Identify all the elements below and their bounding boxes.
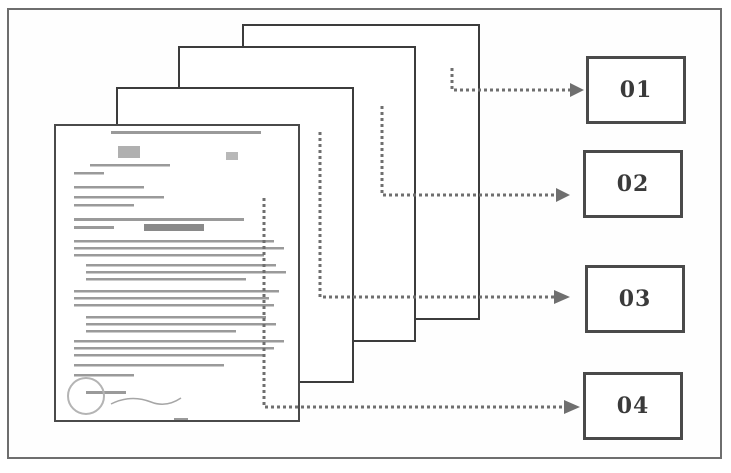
arrowhead-04 <box>564 400 580 414</box>
output-box-03: 03 <box>585 265 685 333</box>
connector-01 <box>450 68 572 92</box>
arrowhead-02 <box>556 188 570 202</box>
document-scan-texture <box>67 131 286 420</box>
arrowhead-03 <box>554 290 570 304</box>
output-box-04: 04 <box>583 372 683 440</box>
output-box-02: 02 <box>583 150 683 218</box>
connector-04 <box>262 198 566 409</box>
connector-03 <box>318 132 556 299</box>
output-box-01: 01 <box>586 56 686 124</box>
arrowhead-01 <box>570 83 584 97</box>
output-label-02: 02 <box>616 171 650 197</box>
connector-02 <box>380 106 558 197</box>
output-label-03: 03 <box>618 286 652 312</box>
output-label-04: 04 <box>616 393 650 419</box>
sheet-document <box>54 124 300 422</box>
output-label-01: 01 <box>619 77 653 103</box>
